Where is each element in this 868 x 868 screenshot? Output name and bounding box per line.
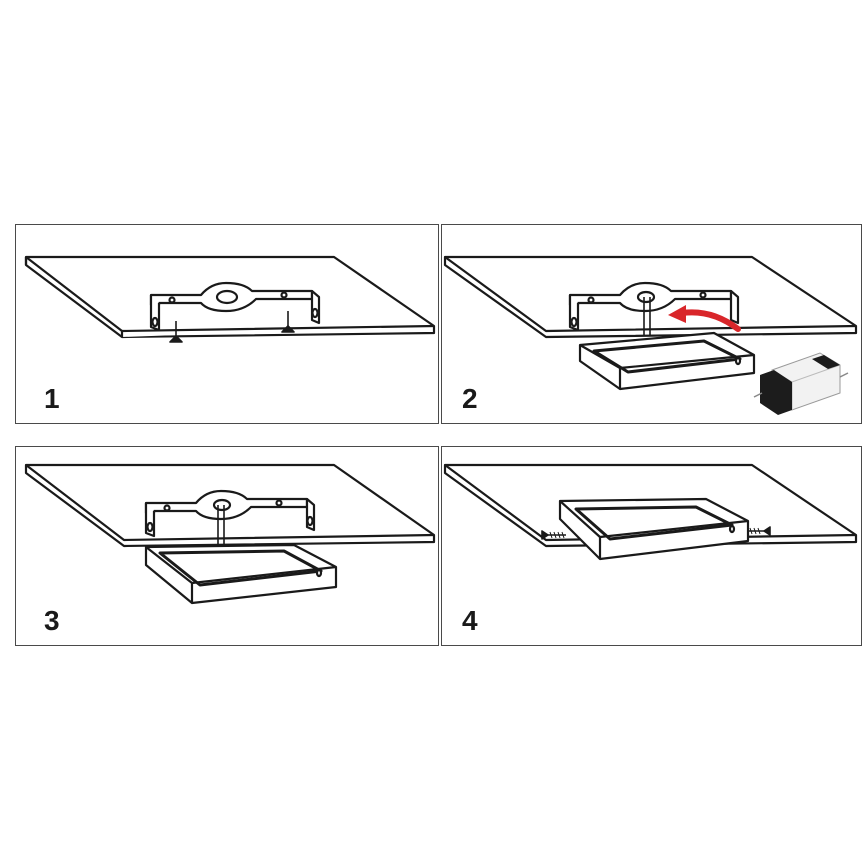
mounting-bracket [149, 281, 321, 332]
screw-icon [281, 311, 295, 333]
step-3-illustration [24, 463, 436, 605]
step-4-panel: 4 [441, 446, 862, 646]
led-driver-icon [753, 352, 849, 415]
step-1-illustration [24, 255, 436, 343]
step-number: 2 [462, 383, 478, 414]
step-number: 4 [462, 605, 478, 636]
screw-icon [541, 530, 566, 540]
led-panel-light [578, 331, 756, 391]
screw-icon [748, 526, 771, 536]
step-2-panel: 2 [441, 224, 862, 424]
mounting-bracket [144, 489, 316, 538]
step-2-illustration [443, 255, 858, 415]
red-arrow-icon [668, 305, 741, 332]
step-3-panel: 3 [15, 446, 439, 646]
step-1-panel: 1 [15, 224, 439, 424]
screw-icon [169, 321, 183, 343]
step-4-illustration [443, 463, 858, 561]
led-panel-light [558, 497, 750, 561]
led-panel-light [144, 543, 338, 605]
step-number: 3 [44, 605, 60, 636]
step-number: 1 [44, 383, 60, 414]
